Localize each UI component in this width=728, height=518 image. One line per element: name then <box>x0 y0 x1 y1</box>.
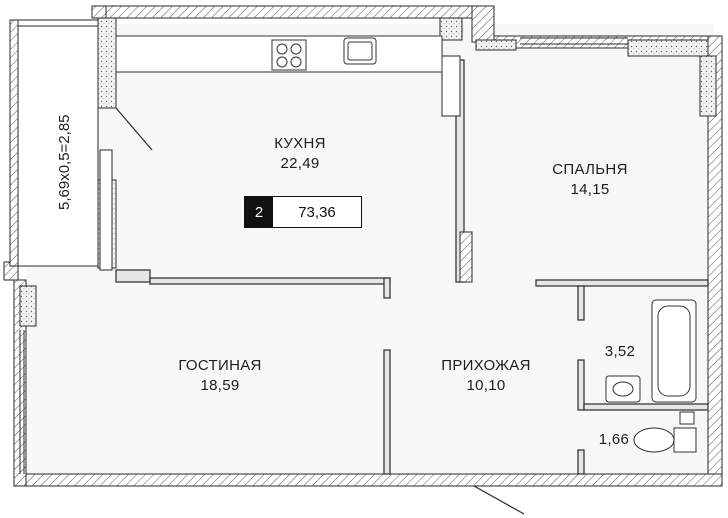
bathroom-fixtures <box>605 299 697 453</box>
room-bathroom: 3,52 <box>592 342 648 362</box>
interior-walls <box>99 55 709 475</box>
room-name: КУХНЯ <box>274 135 326 152</box>
kitchen-counter <box>115 35 443 73</box>
room-area: 10,10 <box>466 377 506 394</box>
total-area: 73,36 <box>298 203 336 221</box>
entrance-door <box>473 485 525 515</box>
floor-area <box>26 24 714 486</box>
total-area-badge: 2 73,36 <box>244 196 362 228</box>
room-living: ГОСТИНАЯ 18,59 <box>160 356 280 396</box>
room-bedroom: СПАЛЬНЯ 14,15 <box>530 160 650 200</box>
room-hall: ПРИХОЖАЯ 10,10 <box>426 356 546 396</box>
room-name: ПРИХОЖАЯ <box>441 357 531 374</box>
balcony <box>9 19 153 267</box>
room-area: 22,49 <box>280 155 320 172</box>
room-area: 18,59 <box>200 377 240 394</box>
exterior-walls <box>3 5 723 487</box>
balcony-area-label: 5,69x0,5=2,85 <box>56 114 73 210</box>
windows <box>19 37 628 474</box>
room-wc: 1,66 <box>586 430 642 450</box>
room-count: 2 <box>245 197 273 227</box>
room-area: 14,15 <box>570 181 610 198</box>
room-kitchen: КУХНЯ 22,49 <box>240 134 360 174</box>
room-area: 3,52 <box>604 343 636 360</box>
room-name: СПАЛЬНЯ <box>552 161 628 178</box>
room-area: 1,66 <box>598 431 630 448</box>
room-name: ГОСТИНАЯ <box>178 357 262 374</box>
